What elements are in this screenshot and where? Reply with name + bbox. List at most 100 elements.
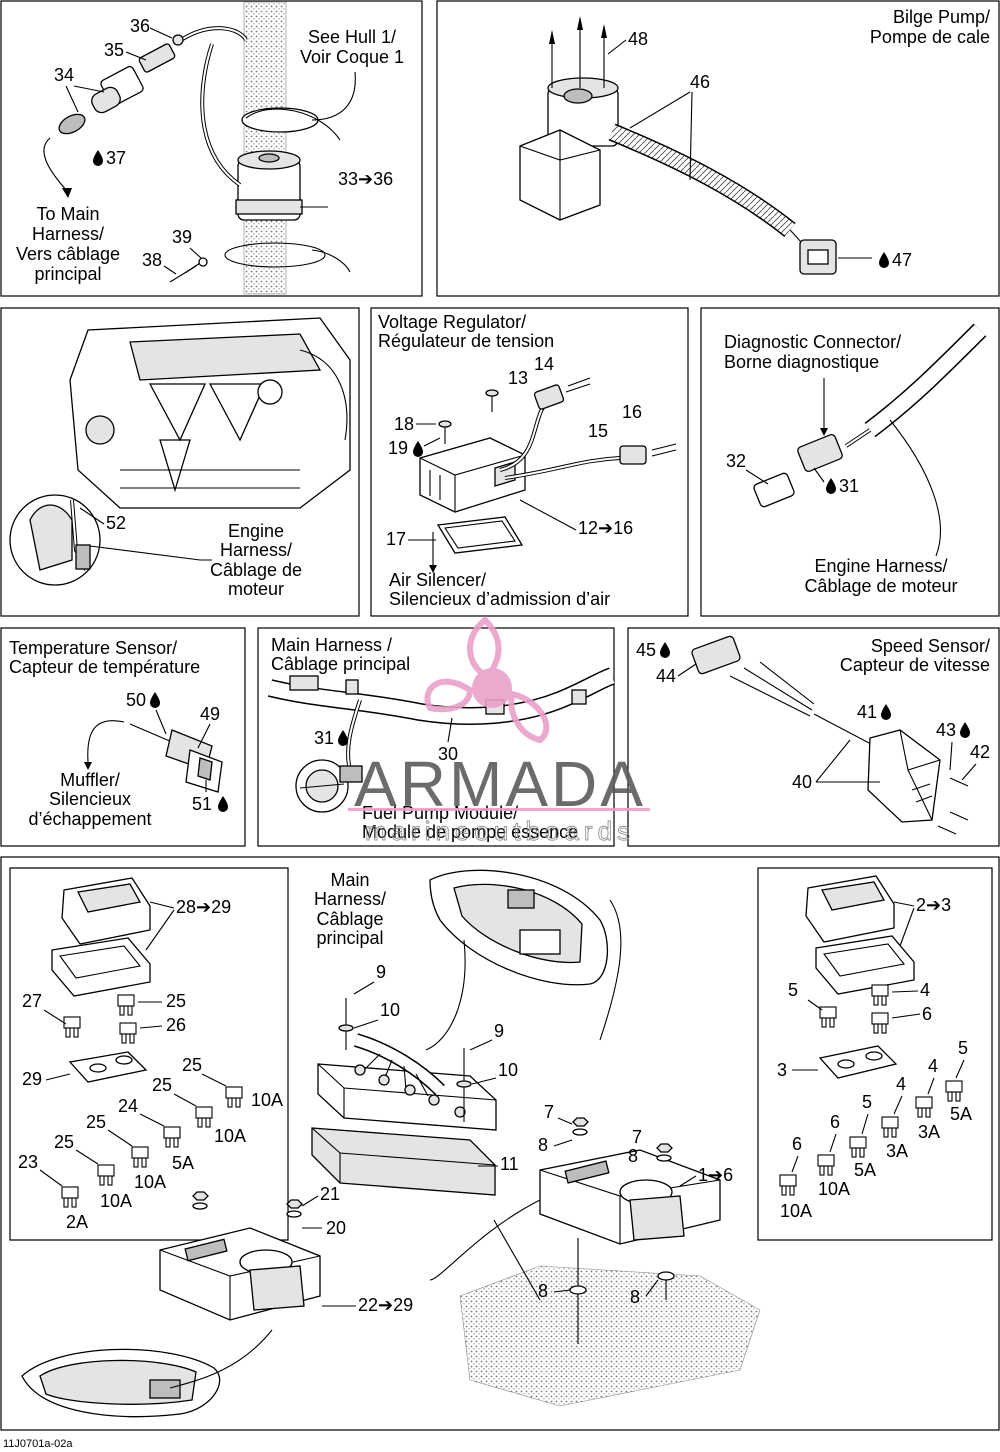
leader-30 — [447, 717, 453, 743]
leader-19 — [423, 437, 441, 447]
speed-panel-frame — [627, 627, 1000, 847]
rating-10a-2: 10A — [214, 1126, 246, 1146]
leader-28-29 — [145, 901, 175, 951]
hull-caption-leader — [311, 71, 356, 121]
main-harness-caption-line1: Main Harness / — [271, 635, 392, 655]
callout-17: 17 — [386, 529, 406, 549]
diagnostic-caption-arrowhead — [820, 428, 828, 436]
leader-25b — [201, 1073, 227, 1087]
speed-sensor-illustration — [691, 635, 941, 823]
leader-36 — [149, 27, 173, 39]
grease-drop-31 — [826, 478, 836, 494]
callout-12-16: 12➔16 — [578, 518, 633, 538]
speed-caption-line2: Capteur de vitesse — [840, 655, 990, 675]
callout-26: 26 — [166, 1015, 186, 1035]
grease-drop-47 — [879, 252, 889, 268]
grease-drop-31-main — [338, 730, 348, 746]
callout-31-main: 31 — [314, 728, 334, 748]
callout-9b: 9 — [494, 1021, 504, 1041]
diagnostic-engine-harness-line1: Engine Harness/ — [814, 556, 947, 576]
right-fuse-inset — [757, 867, 993, 1241]
temperature-caption-line1: Temperature Sensor/ — [9, 638, 177, 658]
callout-29: 29 — [22, 1069, 42, 1089]
leader-48 — [607, 39, 627, 55]
nut-left-box — [192, 1191, 209, 1210]
callout-36: 36 — [130, 16, 150, 36]
fuse-icon-10a-2 — [195, 1106, 213, 1128]
nut-7a — [572, 1117, 589, 1136]
fuse-icon-right-3a-2 — [881, 1116, 899, 1138]
to-main-harness-line4: principal — [34, 264, 101, 284]
callout-7a: 7 — [544, 1102, 554, 1122]
leader-25e — [75, 1149, 99, 1165]
grease-drop-37 — [93, 150, 103, 166]
regulator-panel-frame — [370, 307, 689, 617]
callout-18: 18 — [394, 414, 414, 434]
callout-16: 16 — [622, 402, 642, 422]
muffler-line1: Muffler/ — [60, 770, 120, 790]
leader-46 — [629, 91, 693, 181]
bilge-caption-line2: Pompe de cale — [870, 27, 990, 47]
callout-5c: 5 — [862, 1092, 872, 1112]
nut-7b — [656, 1143, 673, 1162]
callout-2-3: 2➔3 — [916, 895, 951, 915]
nut-21 — [286, 1199, 303, 1218]
leader-1-6 — [679, 1175, 697, 1187]
callout-6c: 6 — [792, 1134, 802, 1154]
leader-2-3 — [893, 901, 915, 947]
main-harness-panel-frame — [257, 627, 615, 847]
callout-21: 21 — [320, 1184, 340, 1204]
diagnostic-connector-illustration — [753, 323, 987, 557]
leader-5b — [955, 1059, 965, 1079]
leader-43 — [949, 741, 953, 771]
rating-right-3a-1: 3A — [918, 1122, 940, 1142]
leader-44 — [677, 663, 697, 677]
leader-31-diag — [813, 467, 825, 483]
leader-50 — [155, 709, 167, 735]
rating-2a: 2A — [66, 1212, 88, 1232]
grease-drop-50 — [150, 692, 160, 708]
leader-34 — [65, 85, 105, 113]
fuse-icon-26 — [119, 1022, 137, 1044]
callout-33-36: 33➔36 — [338, 169, 393, 189]
air-silencer-line1: Air Silencer/ — [389, 570, 486, 590]
callout-35: 35 — [104, 40, 124, 60]
callout-52: 52 — [106, 513, 126, 533]
diagnostic-caption-line2: Borne diagnostique — [724, 352, 879, 372]
leader-21 — [301, 1195, 319, 1207]
callout-15: 15 — [588, 421, 608, 441]
hull-panel-frame — [0, 0, 423, 297]
fuse-icon-right-3a-1 — [915, 1096, 933, 1118]
rating-right-10a-2: 10A — [780, 1201, 812, 1221]
diagnostic-engine-harness-line2: Câblage de moteur — [804, 576, 957, 596]
callout-5a: 5 — [788, 980, 798, 1000]
callout-9a: 9 — [376, 962, 386, 982]
callout-19: 19 — [388, 438, 408, 458]
engine-caption-line2: Harness/ — [220, 540, 292, 560]
left-fuse-inset — [9, 867, 289, 1241]
callout-48: 48 — [628, 29, 648, 49]
fuse-icon-right-4 — [871, 984, 889, 1006]
propeller-logo — [424, 615, 550, 744]
fuse-icon-right-5a — [945, 1080, 963, 1102]
air-silencer-line2: Silencieux d’admission d’air — [389, 589, 610, 609]
muffler-line2: Silencieux — [49, 789, 131, 809]
diagnostic-caption-line1: Diagnostic Connector/ — [724, 332, 901, 352]
leader-6b — [829, 1133, 837, 1153]
callout-7b: 7 — [632, 1127, 642, 1147]
fuse-icon-right-5 — [819, 1006, 837, 1028]
callout-6a: 6 — [922, 1004, 932, 1024]
leader-40 — [815, 739, 880, 783]
leader-23 — [39, 1169, 63, 1187]
fuse-icon-right-5a-2 — [849, 1136, 867, 1158]
callout-8a: 8 — [538, 1135, 548, 1155]
callout-47: 47 — [892, 250, 912, 270]
fuse-icon-10a-4 — [97, 1164, 115, 1186]
callout-38: 38 — [142, 250, 162, 270]
callout-8c: 8 — [538, 1281, 548, 1301]
fuse-icon-10a-3 — [131, 1146, 149, 1168]
callout-37: 37 — [106, 148, 126, 168]
leader-9a — [353, 981, 375, 995]
callout-22-29: 22➔29 — [358, 1295, 413, 1315]
engine-caption-line1: Engine — [228, 521, 284, 541]
